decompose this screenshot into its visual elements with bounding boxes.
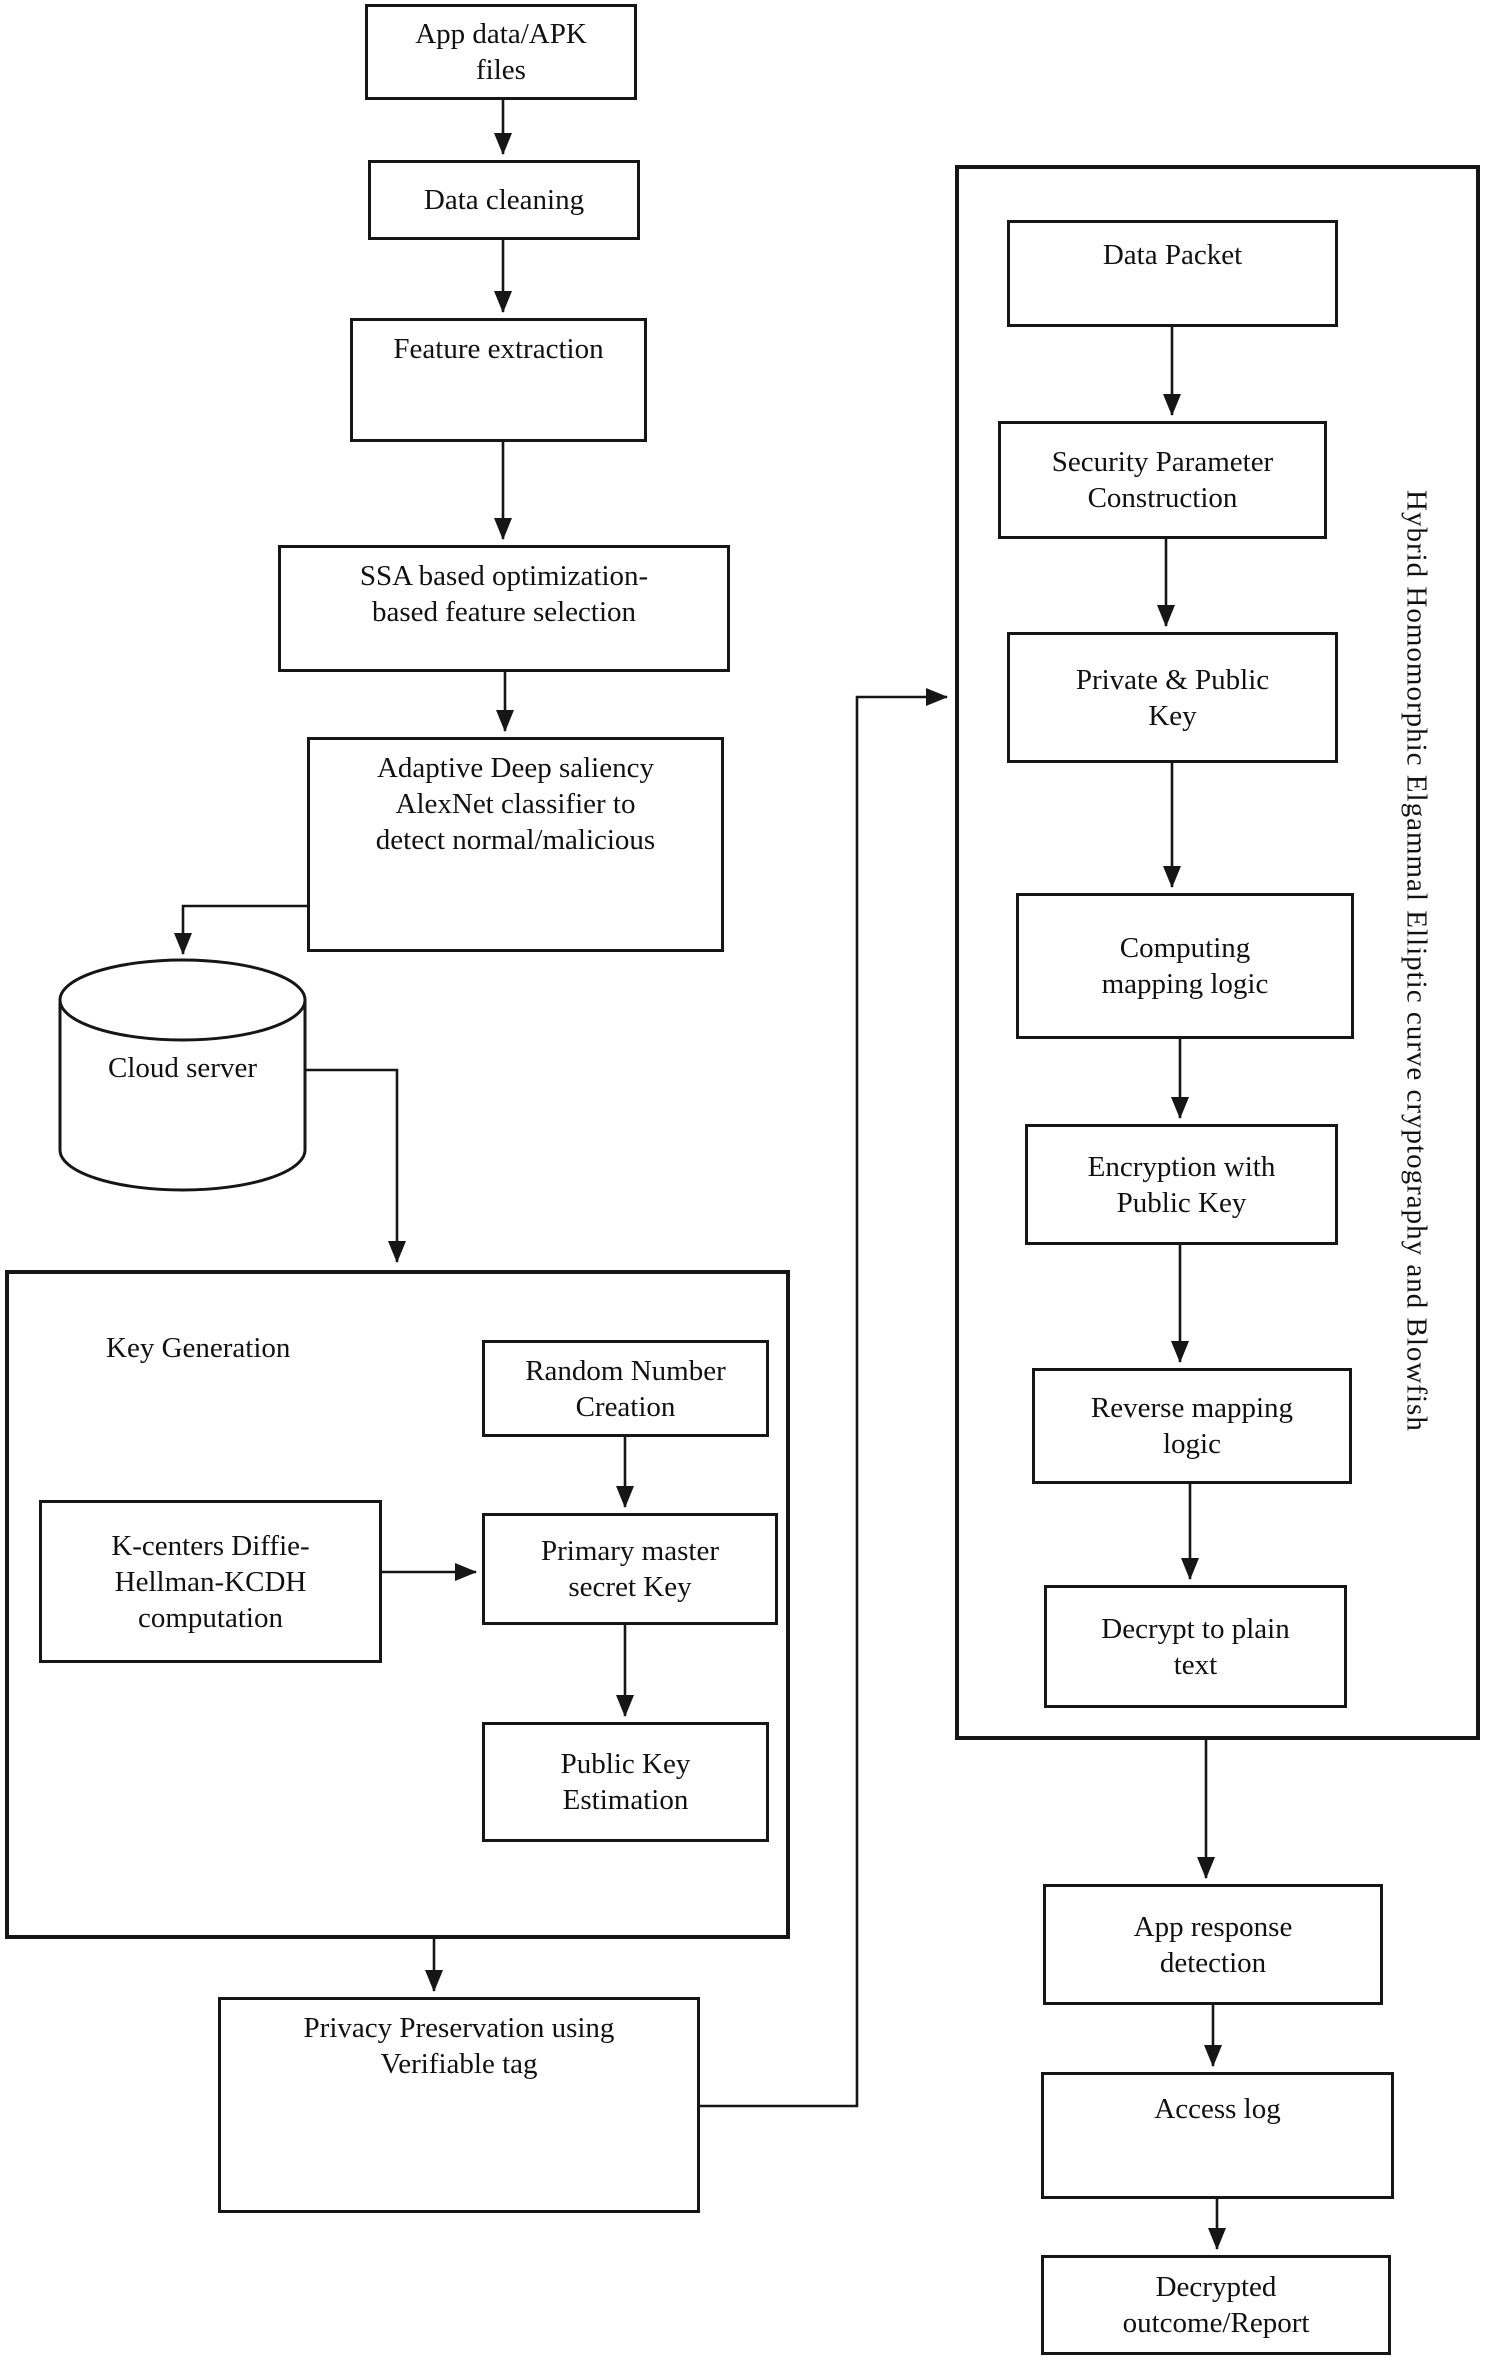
node-feature-extraction: Feature extraction xyxy=(350,318,647,442)
crypto-container xyxy=(955,165,1480,1740)
node-encryption-public-key: Encryption with Public Key xyxy=(1025,1124,1338,1245)
node-app-response-detection: App response detection xyxy=(1043,1884,1383,2005)
cloud-server-label: Cloud server xyxy=(108,1052,257,1084)
arrow-privacy-to-crypto xyxy=(700,688,948,2108)
key-generation-title: Key Generation xyxy=(106,1332,291,1364)
crypto-container-label: Hybrid Homomorphic Elgammal Elliptic cur… xyxy=(1400,489,1433,1432)
node-decrypted-outcome: Decrypted outcome/Report xyxy=(1041,2255,1391,2355)
node-alexnet-classifier: Adaptive Deep saliency AlexNet classifie… xyxy=(307,737,724,952)
arrow-alexnet-to-cloud xyxy=(174,904,307,955)
node-reverse-mapping-logic: Reverse mapping logic xyxy=(1032,1368,1352,1484)
node-primary-master-key: Primary master secret Key xyxy=(482,1513,778,1625)
node-app-data: App data/APK files xyxy=(365,4,637,100)
node-access-log: Access log xyxy=(1041,2072,1394,2199)
node-private-public-key: Private & Public Key xyxy=(1007,632,1338,763)
node-ssa-feature-selection: SSA based optimization- based feature se… xyxy=(278,545,730,672)
cloud-server-cylinder xyxy=(58,958,307,1192)
node-data-cleaning: Data cleaning xyxy=(368,160,640,240)
key-generation-container xyxy=(5,1270,790,1939)
node-public-key-estimation: Public Key Estimation xyxy=(482,1722,769,1842)
node-privacy-preservation: Privacy Preservation using Verifiable ta… xyxy=(218,1997,700,2213)
node-decrypt-plain-text: Decrypt to plain text xyxy=(1044,1585,1347,1708)
arrow-cloud-to-keygen xyxy=(305,1068,406,1263)
node-security-parameter: Security Parameter Construction xyxy=(998,421,1327,539)
node-data-packet: Data Packet xyxy=(1007,220,1338,327)
node-k-centers-kcdh: K-centers Diffie- Hellman-KCDH computati… xyxy=(39,1500,382,1663)
node-random-number-creation: Random Number Creation xyxy=(482,1340,769,1437)
node-computing-mapping-logic: Computing mapping logic xyxy=(1016,893,1354,1039)
